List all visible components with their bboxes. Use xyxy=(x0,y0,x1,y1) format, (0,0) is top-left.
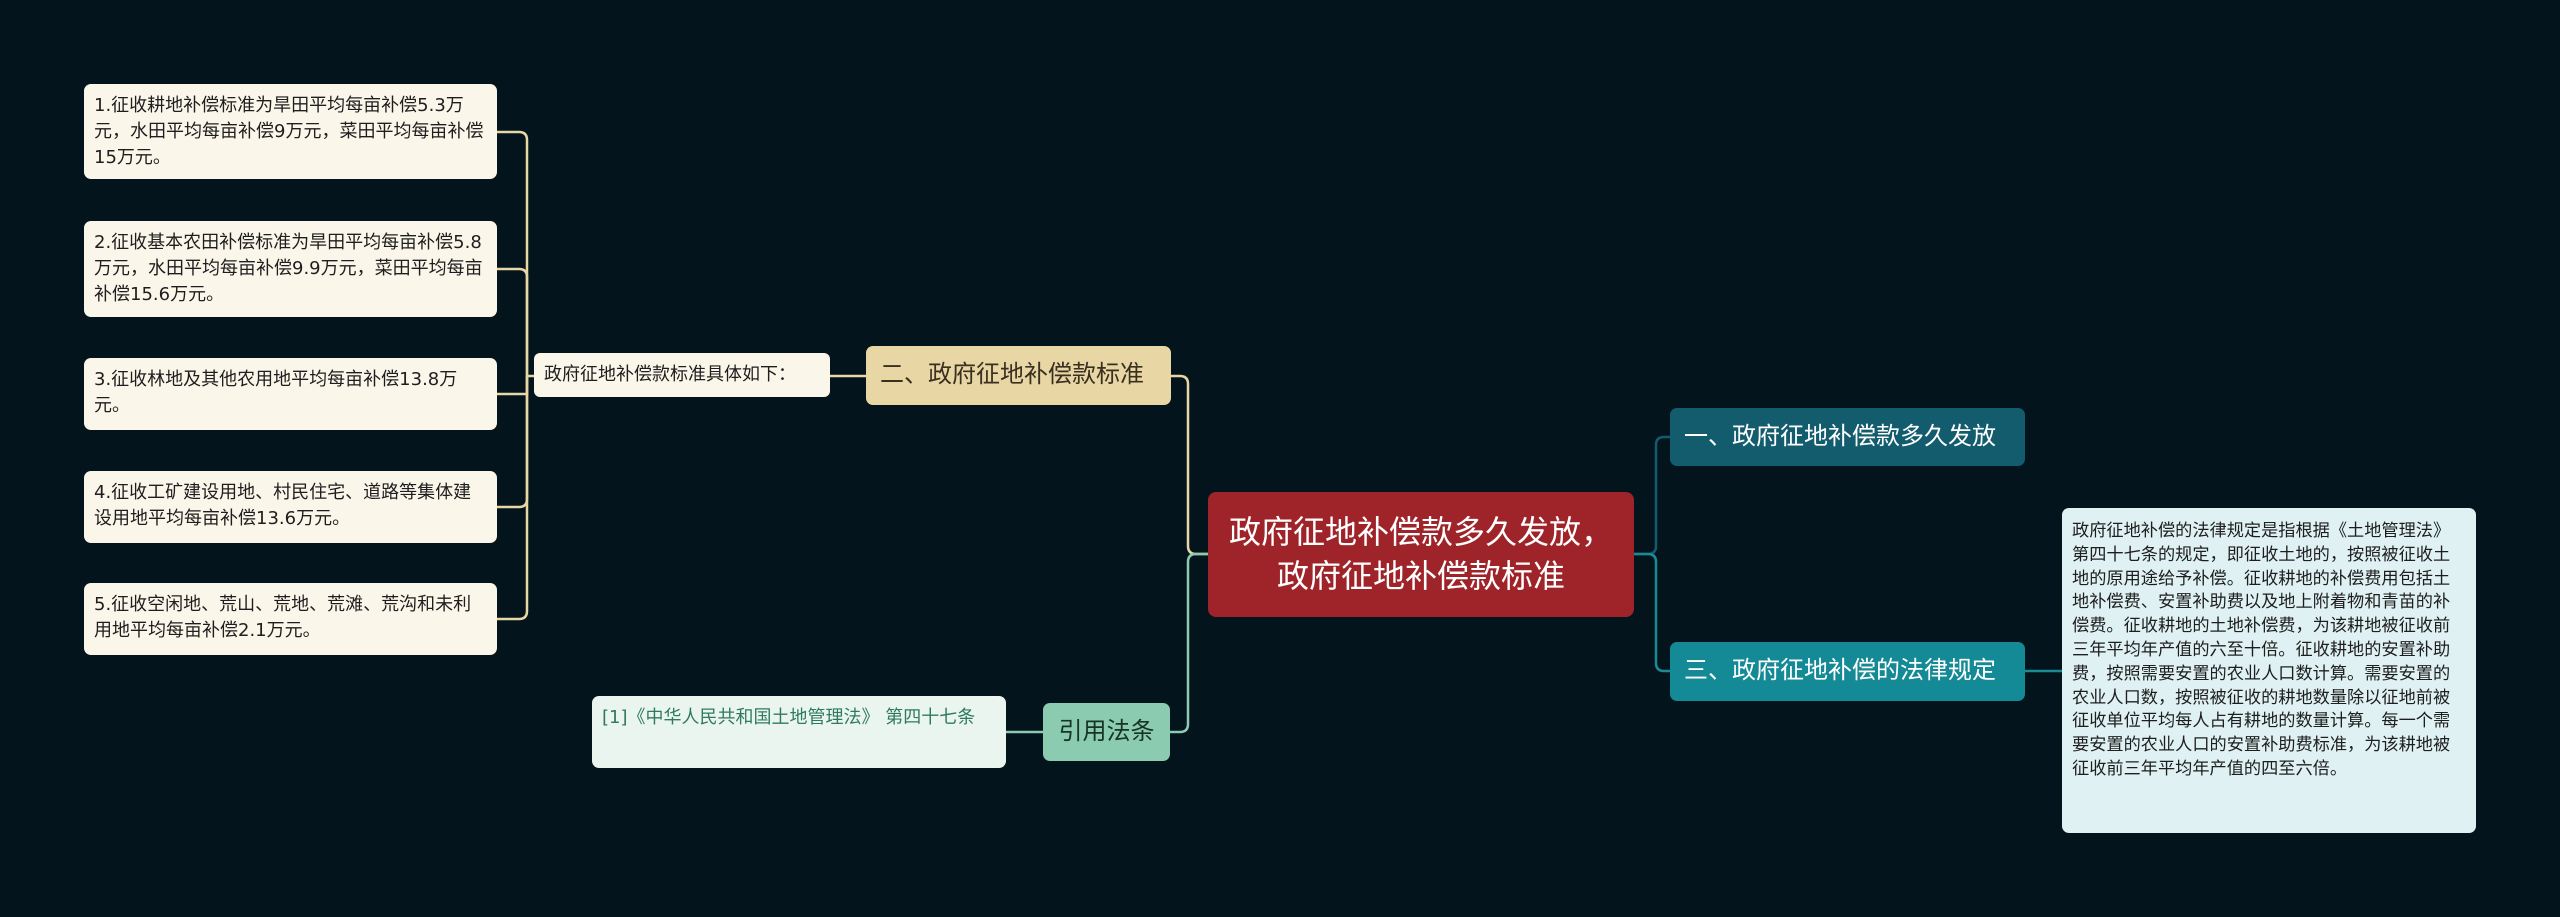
item-text: 1.征收耕地补偿标准为旱田平均每亩补偿5.3万元，水田平均每亩补偿9万元，菜田平… xyxy=(94,95,484,168)
branch-label: 引用法条 xyxy=(1058,717,1155,745)
root-topic[interactable]: 政府征地补偿款多久发放，政府征地补偿款标准 xyxy=(1208,492,1634,617)
standard-item-3[interactable]: 3.征收林地及其他农用地平均每亩补偿13.8万元。 xyxy=(84,358,497,430)
item-text: 3.征收林地及其他农用地平均每亩补偿13.8万元。 xyxy=(94,369,458,416)
standard-item-5[interactable]: 5.征收空闲地、荒山、荒地、荒滩、荒沟和未利用地平均每亩补偿2.1万元。 xyxy=(84,583,497,655)
item-text: 2.征收基本农田补偿标准为旱田平均每亩补偿5.8万元，水田平均每亩补偿9.9万元… xyxy=(94,232,483,305)
branch-release-time[interactable]: 一、政府征地补偿款多久发放 xyxy=(1670,408,2025,466)
intro-text: 政府征地补偿款标准具体如下： xyxy=(544,364,796,385)
branch-label: 一、政府征地补偿款多久发放 xyxy=(1684,422,1996,450)
branch-label: 三、政府征地补偿的法律规定 xyxy=(1684,656,1996,684)
reference-text: [1]《中华人民共和国土地管理法》 第四十七条 xyxy=(602,707,976,728)
citation-reference[interactable]: [1]《中华人民共和国土地管理法》 第四十七条 xyxy=(592,696,1006,768)
root-title: 政府征地补偿款多久发放，政府征地补偿款标准 xyxy=(1228,513,1613,595)
branch-label: 二、政府征地补偿款标准 xyxy=(880,360,1144,388)
branch-legal-rules[interactable]: 三、政府征地补偿的法律规定 xyxy=(1670,642,2025,701)
standard-item-1[interactable]: 1.征收耕地补偿标准为旱田平均每亩补偿5.3万元，水田平均每亩补偿9万元，菜田平… xyxy=(84,84,497,179)
detail-text: 政府征地补偿的法律规定是指根据《土地管理法》第四十七条的规定，即征收土地的，按照… xyxy=(2072,521,2451,779)
item-text: 5.征收空闲地、荒山、荒地、荒滩、荒沟和未利用地平均每亩补偿2.1万元。 xyxy=(94,594,472,641)
branch-standards[interactable]: 二、政府征地补偿款标准 xyxy=(866,346,1171,405)
branch-citation[interactable]: 引用法条 xyxy=(1043,703,1170,761)
standard-item-2[interactable]: 2.征收基本农田补偿标准为旱田平均每亩补偿5.8万元，水田平均每亩补偿9.9万元… xyxy=(84,221,497,317)
legal-rules-detail[interactable]: 政府征地补偿的法律规定是指根据《土地管理法》第四十七条的规定，即征收土地的，按照… xyxy=(2062,508,2476,833)
standards-intro[interactable]: 政府征地补偿款标准具体如下： xyxy=(534,353,830,397)
standard-item-4[interactable]: 4.征收工矿建设用地、村民住宅、道路等集体建设用地平均每亩补偿13.6万元。 xyxy=(84,471,497,543)
item-text: 4.征收工矿建设用地、村民住宅、道路等集体建设用地平均每亩补偿13.6万元。 xyxy=(94,482,472,529)
